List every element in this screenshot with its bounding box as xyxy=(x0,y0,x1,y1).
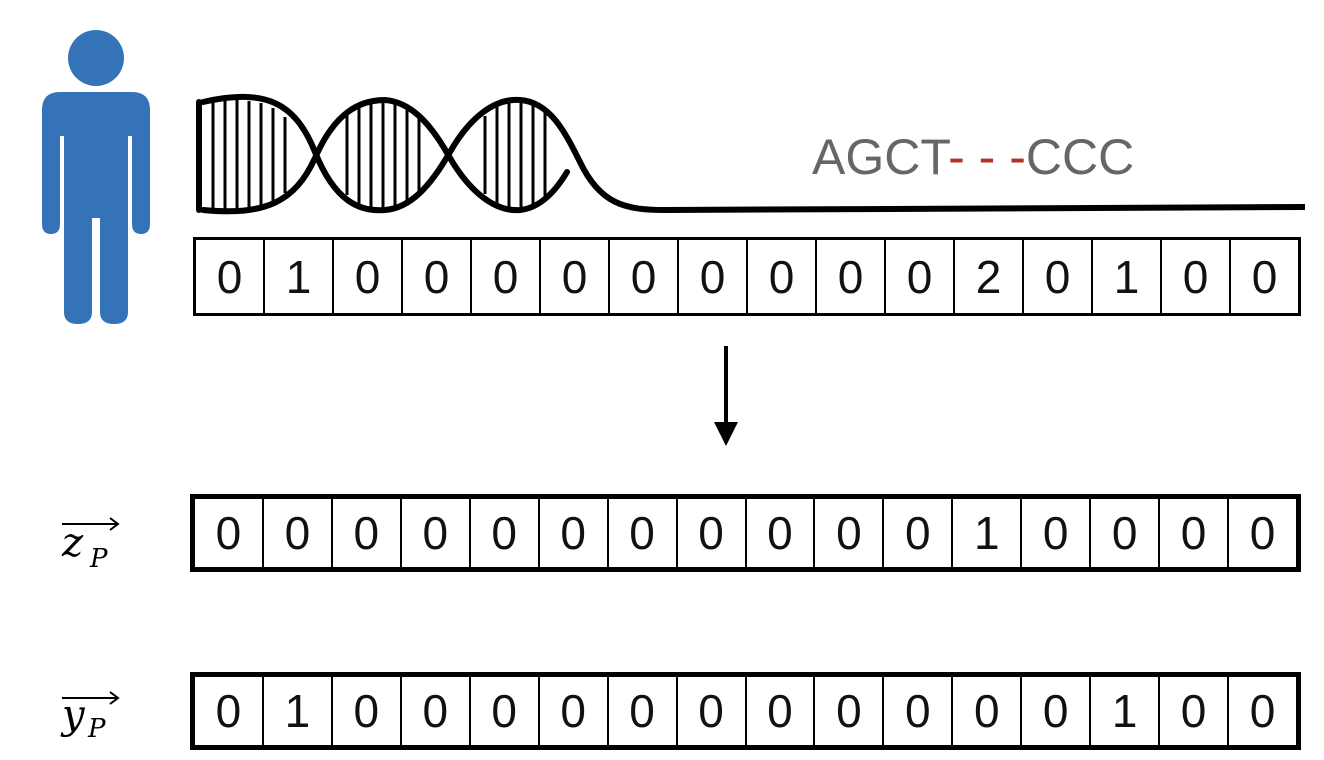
dna-helix-icon xyxy=(196,93,1305,215)
count-cell: 0 xyxy=(403,240,472,313)
z-vector-label: z P xyxy=(56,506,146,586)
vector-arrow-icon xyxy=(62,517,120,531)
y-cell: 1 xyxy=(264,677,333,745)
sequence-suffix: CCC xyxy=(1025,129,1135,185)
sequence-prefix: AGCT xyxy=(812,129,949,185)
count-cell: 0 xyxy=(886,240,955,313)
z-cell: 0 xyxy=(264,499,333,567)
count-cell: 1 xyxy=(265,240,334,313)
z-cell: 0 xyxy=(1091,499,1161,567)
count-cell: 0 xyxy=(1024,240,1093,313)
z-vector-row: 0 0 0 0 0 0 0 0 0 0 0 1 0 0 0 0 xyxy=(190,494,1301,572)
z-cell: 0 xyxy=(609,499,678,567)
count-cell: 2 xyxy=(955,240,1024,313)
z-cell: 0 xyxy=(1022,499,1092,567)
y-cell: 0 xyxy=(333,677,402,745)
y-cell: 0 xyxy=(402,677,471,745)
z-cell: 0 xyxy=(678,499,747,567)
y-cell: 0 xyxy=(609,677,678,745)
z-cell: 0 xyxy=(815,499,885,567)
count-cell: 0 xyxy=(679,240,748,313)
y-vector-row: 0 1 0 0 0 0 0 0 0 0 0 0 0 1 0 0 xyxy=(190,672,1301,750)
y-cell: 0 xyxy=(1022,677,1092,745)
count-cell: 0 xyxy=(610,240,679,313)
y-vector-label: y P xyxy=(56,680,146,760)
z-cell: 0 xyxy=(540,499,609,567)
y-cell: 0 xyxy=(471,677,540,745)
count-cell: 1 xyxy=(1093,240,1162,313)
z-label-base: z xyxy=(62,520,84,566)
y-cell: 0 xyxy=(1160,677,1230,745)
count-cell: 0 xyxy=(1162,240,1231,313)
count-cell: 0 xyxy=(1251,250,1278,303)
y-cell: 0 xyxy=(815,677,885,745)
z-cell: 0 xyxy=(195,499,264,567)
y-cell: 0 xyxy=(747,677,816,745)
z-cell: 0 xyxy=(884,499,954,567)
y-label-sub: P xyxy=(88,714,106,744)
count-cell: 0 xyxy=(541,240,610,313)
z-cell: 0 xyxy=(402,499,471,567)
y-label-base: y xyxy=(62,692,85,738)
person-icon xyxy=(42,30,150,324)
count-cell: 0 xyxy=(196,240,265,313)
y-cell: 0 xyxy=(195,677,264,745)
count-cell: 0 xyxy=(817,240,886,313)
variant-count-row: 0 1 0 0 0 0 0 0 0 0 0 2 0 1 0 0 xyxy=(193,237,1301,316)
z-cell: 0 xyxy=(747,499,816,567)
count-cell: 0 xyxy=(334,240,403,313)
sequence-gap: - - - xyxy=(948,129,1026,185)
y-cell: 0 xyxy=(1249,685,1276,737)
y-cell: 0 xyxy=(678,677,747,745)
z-label-sub: P xyxy=(90,544,108,574)
y-cell: 0 xyxy=(953,677,1023,745)
down-arrow-icon xyxy=(714,346,738,446)
z-cell: 0 xyxy=(1249,507,1276,559)
y-cell: 0 xyxy=(540,677,609,745)
z-cell: 0 xyxy=(1160,499,1230,567)
sequence-text: AGCT- - -CCC xyxy=(812,128,1134,186)
y-cell: 1 xyxy=(1091,677,1161,745)
y-cell: 0 xyxy=(884,677,954,745)
z-cell: 0 xyxy=(471,499,540,567)
count-cell: 0 xyxy=(472,240,541,313)
z-cell: 0 xyxy=(333,499,402,567)
count-cell: 0 xyxy=(748,240,817,313)
z-cell: 1 xyxy=(953,499,1023,567)
vector-arrow-icon xyxy=(62,691,120,705)
